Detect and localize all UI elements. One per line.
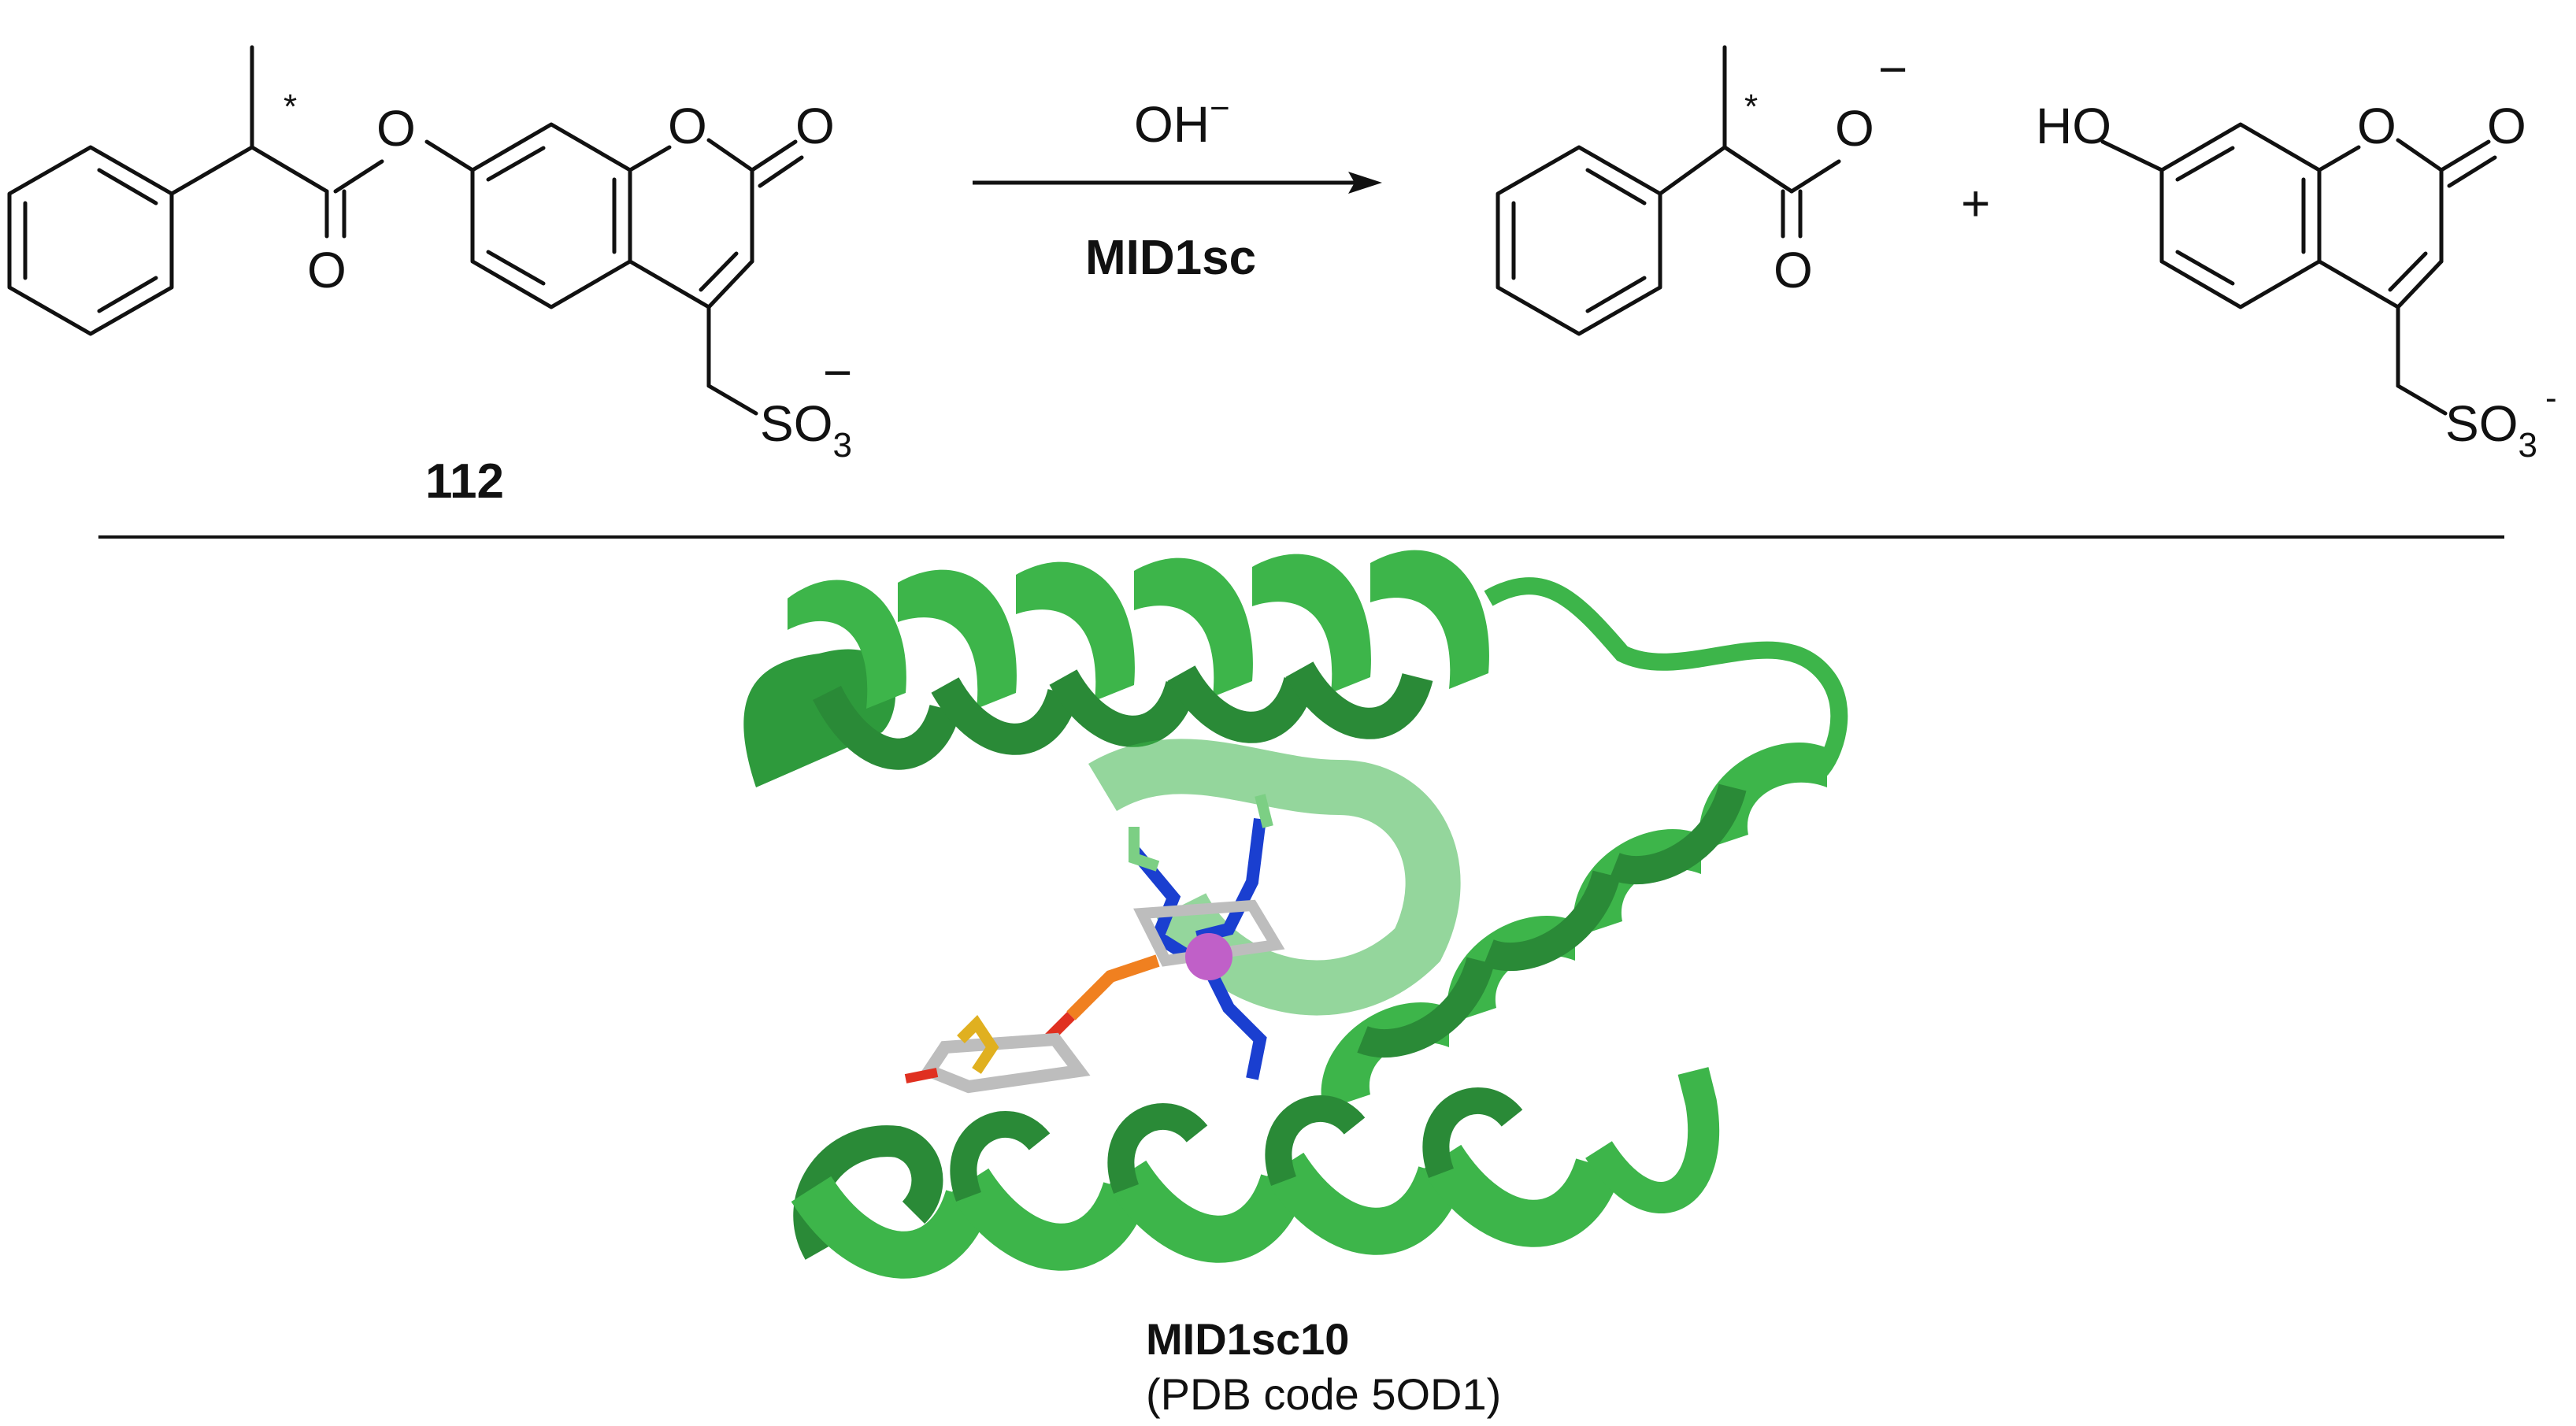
reaction-arrow-group: OH− MID1sc [973, 89, 1382, 285]
pdb-code-caption: (PDB code 5OD1) [1146, 1369, 1501, 1419]
substrate-ring-oxygen: O [668, 98, 707, 154]
product-carboxylate-charge: − [1878, 41, 1907, 98]
substrate-coumarin-core: O O [470, 98, 835, 416]
protein-ribbon-structure [743, 550, 1848, 1279]
substrate-sulfonate-charge: − [823, 344, 852, 401]
reagent-hydroxide: OH− [1134, 89, 1230, 153]
stereocenter-mark: * [284, 87, 297, 126]
product-carboxylate-structure: * O O − [1496, 41, 1907, 336]
metal-ion [1185, 933, 1232, 980]
right-helix [1321, 742, 1827, 1110]
product-lactone-oxygen: O [2487, 98, 2526, 154]
compound-number-label: 112 [425, 454, 504, 509]
top-helix [743, 550, 1489, 787]
product-sulfonate-group: SO3 [2445, 395, 2537, 465]
back-helix [1088, 739, 1461, 1016]
product-stereocenter-mark: * [1744, 87, 1758, 126]
reaction-arrow-head [1348, 172, 1382, 194]
product-carboxylate-oxygen: O [1835, 100, 1874, 157]
product-sulfonate-charge: - [2545, 379, 2557, 417]
product-hydroxyl-group: HO [2036, 98, 2111, 154]
product-carbonyl-oxygen: O [1774, 242, 1813, 298]
product-ring-oxygen: O [2357, 98, 2396, 154]
substrate-carbonyl-oxygen: O [307, 242, 347, 298]
substrate-ester-oxygen: O [376, 100, 416, 157]
connecting-loop [1484, 577, 1848, 778]
plus-sign: + [1961, 175, 1990, 231]
bottom-helix [791, 1067, 1720, 1279]
substrate-sulfonate-group: SO3 [760, 395, 852, 465]
substrate-phenyl-ring [7, 145, 174, 336]
substrate-lactone-oxygen: O [795, 98, 835, 154]
protein-name-label: MID1sc10 [1146, 1314, 1349, 1364]
active-site [904, 794, 1285, 1094]
substrate-112-structure: * O O O O SO3 − [7, 45, 852, 465]
product-hydroxycoumarin-structure: HO O O SO3 - [2036, 98, 2557, 465]
catalyst-label: MID1sc [1085, 231, 1256, 285]
